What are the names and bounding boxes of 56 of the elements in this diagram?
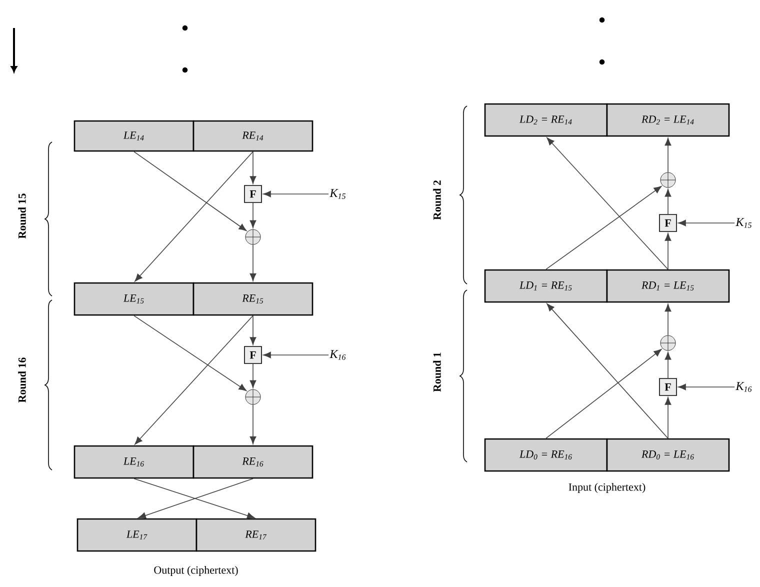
register-box: LE$_{17}$ <box>76 518 198 552</box>
round-label: Round 15 <box>18 194 26 239</box>
xor-circle <box>660 335 676 351</box>
arrow <box>250 202 256 228</box>
arrow <box>664 188 672 214</box>
arrow <box>263 190 329 198</box>
arrow <box>546 303 668 439</box>
register-box: RD$_{1}$ = LE$_{15}$ <box>606 269 730 303</box>
round-label: Round 2 <box>433 180 441 220</box>
key-label: K$_{16}$ <box>736 382 752 392</box>
arrow <box>664 352 672 378</box>
register-box: LD$_{0}$ = RE$_{16}$ <box>484 438 608 472</box>
arrow <box>546 137 668 270</box>
arrow <box>134 315 254 445</box>
arrow <box>250 364 256 388</box>
xor-circle <box>245 229 261 245</box>
register-box: RE$_{16}$ <box>192 445 314 479</box>
caption: Output (ciphertext) <box>154 566 238 576</box>
key-label: K$_{15}$ <box>330 189 346 199</box>
arrow <box>250 404 256 444</box>
register-box: RD$_{2}$ = LE$_{14}$ <box>606 103 730 137</box>
register-box: RE$_{14}$ <box>192 120 314 152</box>
xor-circle <box>660 172 676 188</box>
key-label: K$_{16}$ <box>330 350 346 360</box>
round-label: Round 1 <box>433 352 441 392</box>
register-box: RE$_{17}$ <box>196 518 316 552</box>
arrow <box>250 151 256 184</box>
register-box: LE$_{14}$ <box>74 120 194 152</box>
arrow <box>664 304 672 336</box>
function-box: F <box>659 214 677 232</box>
register-box: LE$_{15}$ <box>74 282 194 316</box>
function-box: F <box>659 378 677 396</box>
arrow <box>263 352 329 358</box>
register-box: LE$_{16}$ <box>74 445 194 479</box>
register-box: RE$_{15}$ <box>192 282 314 316</box>
arrow <box>678 384 735 390</box>
register-box: RD$_{0}$ = LE$_{16}$ <box>606 438 730 472</box>
arrow <box>134 315 247 392</box>
register-box: LD$_{1}$ = RE$_{15}$ <box>484 269 608 303</box>
caption: Input (ciphertext) <box>568 483 646 493</box>
arrow <box>134 151 254 282</box>
arrow <box>250 315 256 345</box>
arrow <box>250 244 256 282</box>
key-label: K$_{15}$ <box>736 218 752 228</box>
arrow <box>664 138 672 173</box>
arrow <box>546 186 662 270</box>
round-label: Round 16 <box>18 358 26 403</box>
arrow <box>678 220 735 226</box>
arrow <box>546 349 662 439</box>
function-box: F <box>244 185 262 203</box>
register-box: LD$_{2}$ = RE$_{14}$ <box>484 103 608 137</box>
xor-circle <box>245 389 261 405</box>
arrow <box>664 233 672 270</box>
function-box: F <box>244 346 262 364</box>
arrow <box>134 151 247 232</box>
arrow <box>664 397 672 439</box>
